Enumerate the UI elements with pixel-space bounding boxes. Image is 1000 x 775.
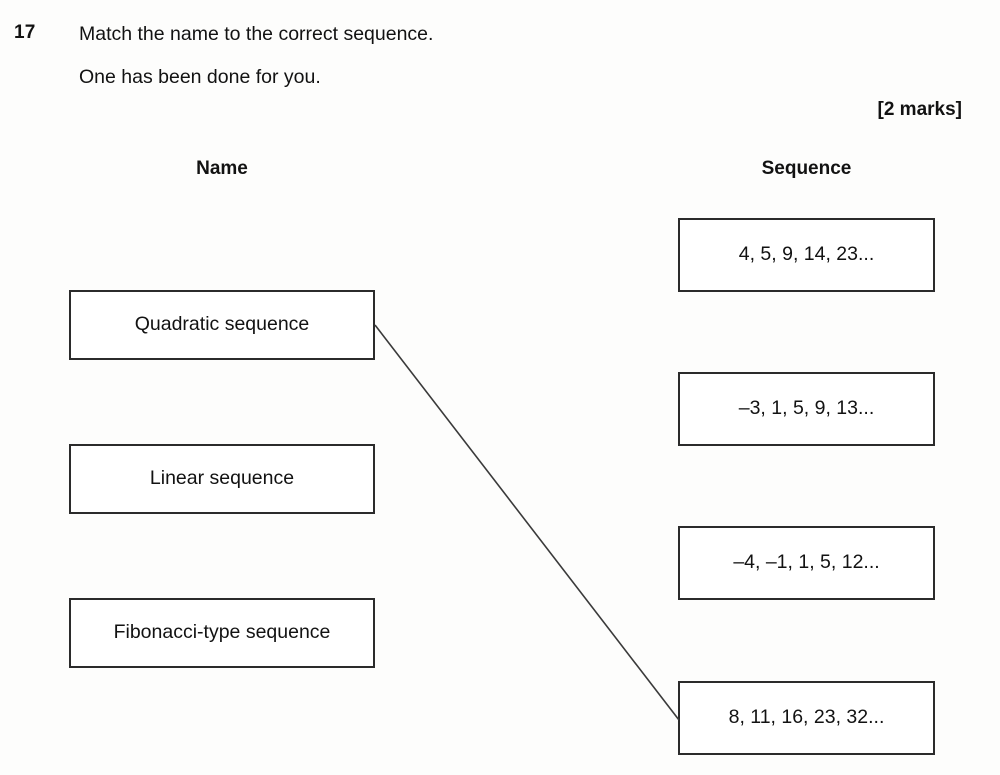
connector-line-0 — [374, 324, 680, 721]
sequence-box-3[interactable]: –4, –1, 1, 5, 12... — [678, 526, 935, 600]
sequence-box-4[interactable]: 8, 11, 16, 23, 32... — [678, 681, 935, 755]
column-heading-sequence: Sequence — [761, 158, 852, 179]
question-number: 17 — [14, 22, 36, 43]
name-box-fibonacci[interactable]: Fibonacci-type sequence — [69, 598, 375, 668]
question-stem-line-1: Match the name to the correct sequence. — [79, 23, 434, 45]
sequence-box-1[interactable]: 4, 5, 9, 14, 23... — [678, 218, 935, 292]
name-box-linear[interactable]: Linear sequence — [69, 444, 375, 514]
marks-label: [2 marks] — [877, 99, 963, 120]
name-box-quadratic[interactable]: Quadratic sequence — [69, 290, 375, 360]
column-heading-name: Name — [196, 158, 248, 179]
sequence-box-2[interactable]: –3, 1, 5, 9, 13... — [678, 372, 935, 446]
question-stem-line-2: One has been done for you. — [79, 66, 321, 88]
